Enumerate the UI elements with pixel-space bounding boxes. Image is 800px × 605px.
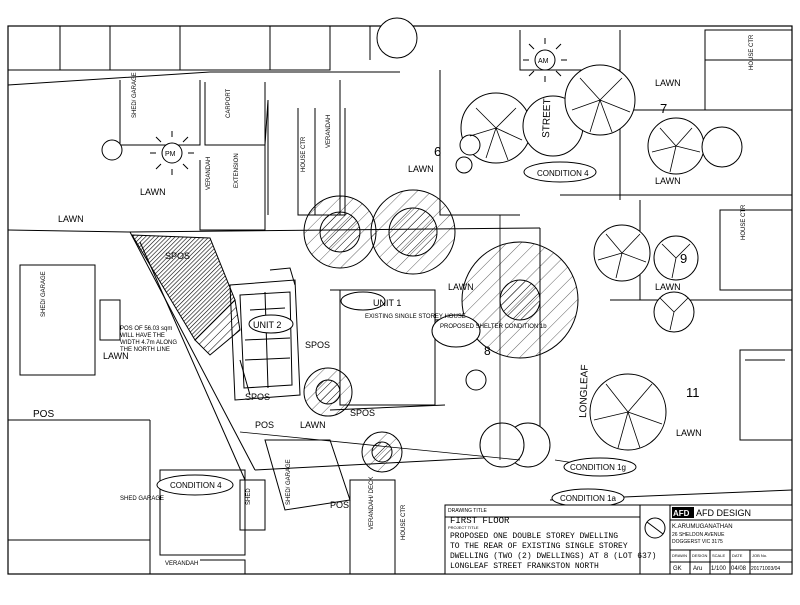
label-shed-garage-low: SHED GARAGE — [120, 496, 164, 502]
drawing-title-label: DRAWING TITLE — [448, 508, 488, 514]
label-lawn-2: LAWN — [58, 214, 84, 224]
label-condition-1g: CONDITION 1g — [570, 463, 626, 472]
pos-note-tspan: WILL HAVE THE — [120, 333, 165, 339]
left-houses — [19, 264, 396, 575]
label-lawn-4: LAWN — [655, 176, 681, 186]
pos-note-tspan: WIDTH 4.7m ALONG — [120, 340, 177, 346]
project-line-4: LONGLEAF STREET FRANKSTON NORTH — [450, 562, 599, 571]
label-unit-1: UNIT 1 — [373, 298, 401, 308]
label-shed-1: SHED — [246, 488, 252, 505]
map-labels: LAWN LAWN LAWN LAWN LAWN LAWN LAWN LAWN … — [33, 34, 755, 567]
label-lot-9: 9 — [680, 251, 687, 266]
design-label: DESIGN — [692, 553, 707, 558]
project-title-label: PROJECT TITLE — [448, 525, 479, 530]
label-lawn-10: LAWN — [408, 164, 434, 174]
neighbour-houses — [704, 29, 793, 441]
label-house-ctr-2: HOUSE CTR — [749, 34, 755, 70]
job-label: JOB No. — [752, 553, 767, 558]
label-pos-1: POS — [33, 409, 54, 420]
label-am: AM — [538, 58, 549, 65]
designer-name: K.ARUMUGANATHAN — [672, 524, 733, 530]
design-value: Aru — [693, 566, 702, 572]
designer-address-1: 26 SHELDON AVENUE — [672, 532, 725, 538]
label-lot-6: 6 — [434, 144, 441, 159]
label-verandah-low: VERANDAH — [165, 561, 198, 567]
label-longleaf: LONGLEAF — [578, 364, 591, 418]
label-condition-4a: CONDITION 4 — [537, 169, 589, 178]
label-house-ctr-3: HOUSE CTR — [741, 204, 747, 240]
label-existing: EXISTING SINGLE STOREY HOUSE — [365, 314, 466, 320]
label-spos-3: SPOS — [245, 392, 270, 402]
drawing-title: FIRST FLOOR — [450, 516, 510, 526]
label-carport: CARPORT — [226, 88, 232, 118]
project-line-3: DWELLING (TWO (2) DWELLINGS) AT 8 (LOT 6… — [450, 552, 656, 561]
label-lawn-8: LAWN — [300, 420, 326, 430]
project-line-1: PROPOSED ONE DOUBLE STOREY DWELLING — [450, 532, 618, 541]
label-spos-1: SPOS — [165, 251, 190, 261]
label-spos-2: SPOS — [305, 340, 330, 350]
hatched-pos-area-2 — [194, 298, 241, 356]
unit-2-plan — [229, 267, 301, 401]
firm-name: AFD DESIGN — [696, 508, 751, 518]
project-line-2: TO THE REAR OF EXISTING SINGLE STOREY — [450, 542, 628, 551]
label-lot-8: 8 — [484, 344, 491, 358]
label-condition-1a: CONDITION 1a — [560, 494, 617, 503]
label-lawn-9: LAWN — [676, 428, 702, 438]
date-value: 04/08 — [731, 566, 747, 572]
label-lawn-1: LAWN — [140, 187, 166, 197]
firm-logo: AFD — [673, 509, 690, 518]
date-label: DATE — [732, 553, 743, 558]
label-lawn-6: LAWN — [448, 282, 474, 292]
label-lawn-7: LAWN — [103, 351, 129, 361]
label-pos-3: POS — [330, 500, 349, 510]
trees-hatched — [303, 189, 579, 473]
drawn-label: DRAWN — [672, 553, 687, 558]
property-boundaries — [7, 26, 793, 574]
label-verandah-mid: VERANDAH — [206, 157, 212, 190]
label-house-ctr-1: HOUSE CTR — [301, 136, 307, 172]
job-value: 20171003/04 — [751, 566, 780, 572]
label-spos-4: SPOS — [350, 408, 375, 418]
condition-clouds — [156, 161, 637, 508]
label-unit-2: UNIT 2 — [253, 320, 281, 330]
scale-label: SCALE — [712, 553, 725, 558]
label-pm: PM — [165, 151, 176, 158]
designer-address-2: DOGGERST VIC 3175 — [672, 539, 723, 545]
drawn-value: GK — [673, 566, 682, 572]
label-street: STREET — [541, 98, 553, 138]
label-shed-garage-left: SHED/ GARAGE — [41, 271, 47, 317]
scale-value: 1/100 — [711, 566, 727, 572]
pos-note-tspan: POS OF 56.03 sqm — [120, 326, 172, 332]
label-shed-garage-top: SHED/ GARAGE — [132, 72, 138, 118]
label-lot-7: 7 — [660, 101, 667, 116]
label-house-ctr-4: HOUSE CTR — [401, 504, 407, 540]
label-condition-4b: CONDITION 4 — [170, 481, 222, 490]
label-proposed-shelter: PROPOSED SHELTER CONDITION 1b — [440, 324, 547, 330]
label-lot-11: 11 — [686, 385, 700, 400]
tree-branches — [469, 77, 701, 449]
label-verandah-top: VERANDAH — [326, 115, 332, 148]
title-block: AFD AFD DESIGN K.ARUMUGANATHAN 26 SHELDO… — [444, 504, 793, 575]
label-verandah-deck: VERANDAH/ DECK — [369, 477, 375, 530]
label-lawn-5: LAWN — [655, 282, 681, 292]
pos-note-tspan: THE NORTH LINE — [120, 347, 170, 353]
label-pos-2: POS — [255, 420, 274, 430]
label-lawn-3: LAWN — [655, 78, 681, 88]
label-extension: EXTENSION — [234, 153, 240, 188]
sun-symbols — [150, 38, 567, 175]
label-shed-garage-2: SHED/ GARAGE — [286, 459, 292, 505]
